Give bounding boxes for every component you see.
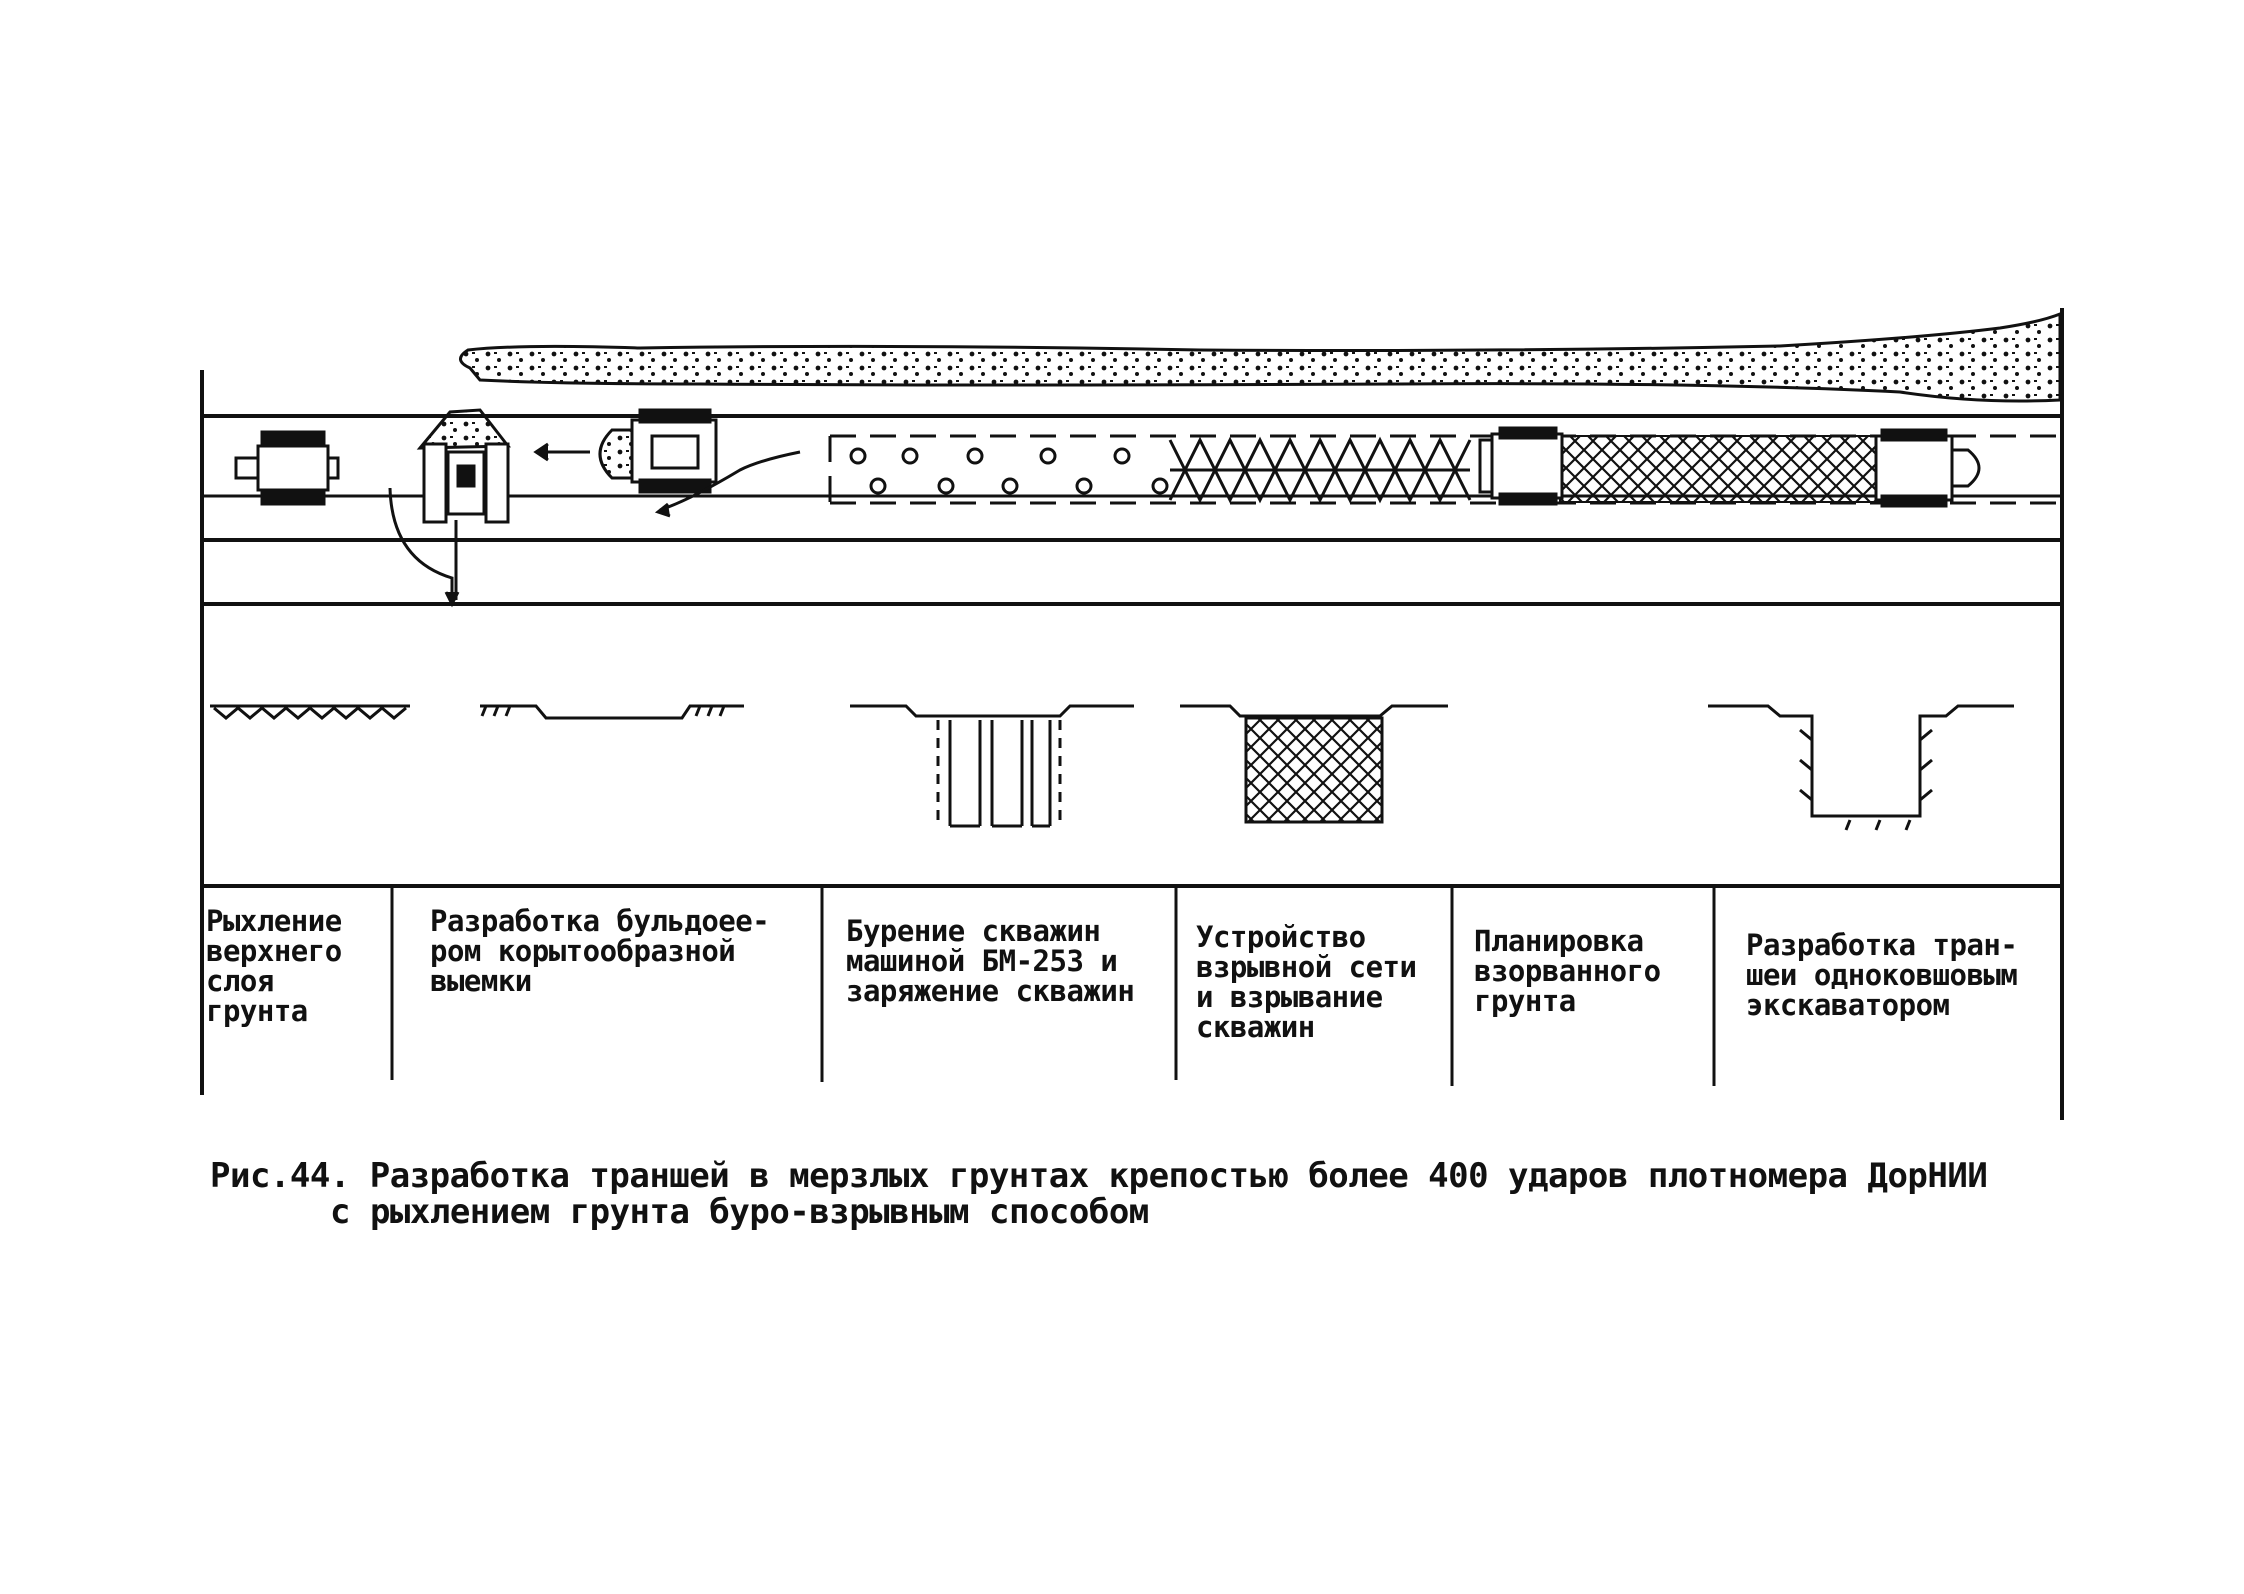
stage-label-leveling: Планировка взорванного грунта (1474, 924, 1661, 1018)
section-loosened-layer (210, 704, 410, 720)
drill-holes-plan (849, 447, 1169, 495)
caption-line-2: с рыхлением грунта буро-взрывным способо… (330, 1192, 1149, 1232)
blast-network-plan (1168, 436, 1472, 504)
section-shallow-cut (480, 704, 744, 720)
ripper-tractor-icon (234, 430, 340, 506)
excavator-icon (1874, 428, 1981, 508)
spoil-pile (459, 311, 2062, 403)
section-drill-holes (850, 704, 1134, 828)
stage-label-bulldozer: Разработка бульдоее- ром корытообразной … (430, 904, 770, 998)
stage-label-drilling: Бурение скважин машиной БМ-253 и заряжен… (846, 914, 1135, 1008)
stage-label-loosening: Рыхление верхнего слоя грунта (206, 904, 342, 1028)
movement-arrows (388, 442, 801, 608)
figure-caption: Рис.44. Разработка траншей в мерзлых гру… (210, 1158, 2170, 1230)
diagram-frame (200, 308, 2064, 1120)
caption-line-1: Рис.44. Разработка траншей в мерзлых гру… (210, 1156, 1988, 1196)
blasted-soil-plan (1559, 435, 1881, 503)
stage-label-blasting: Устройство взрывной сети и взрывание скв… (1196, 920, 1417, 1044)
leveling-bulldozer-icon (1478, 426, 1564, 506)
section-excavated-trench (1708, 704, 2014, 831)
trench-plan-outline (828, 434, 2062, 505)
stage-dividers (390, 886, 1716, 1086)
bulldozer-icon (416, 408, 512, 524)
drill-rig-icon (598, 408, 718, 494)
section-blasted-soil (1180, 704, 1448, 824)
stage-label-excavation: Разработка тран- шеи одноковшовым экскав… (1746, 928, 2018, 1022)
